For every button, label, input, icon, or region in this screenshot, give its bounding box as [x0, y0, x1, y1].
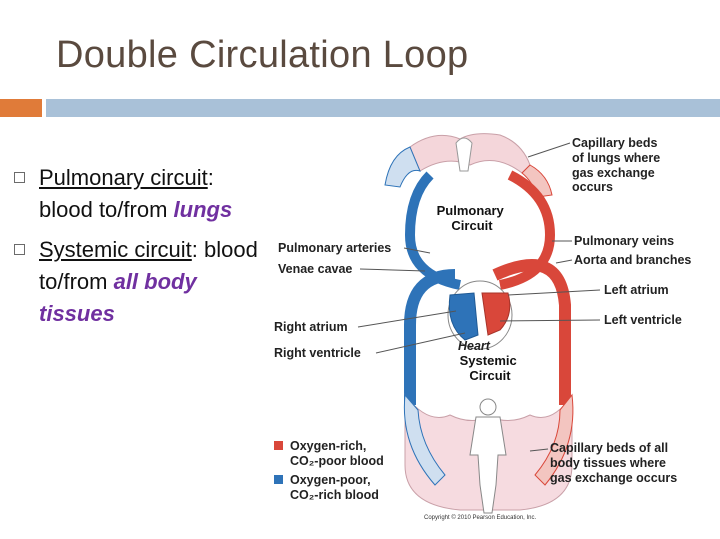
- pulmonary-arteries-label: Pulmonary arteries: [278, 241, 391, 255]
- pulmonary-vein-path: [498, 170, 556, 290]
- venae-cavae-path: [404, 269, 456, 405]
- heart: [447, 280, 513, 350]
- bullet-list: Pulmonary circuit: blood to/from lungs S…: [14, 162, 304, 338]
- emph-tissues: tissues: [39, 301, 115, 326]
- slide-title: Double Circulation Loop: [56, 34, 469, 76]
- bullet-pulmonary: Pulmonary circuit: blood to/from lungs: [14, 162, 304, 226]
- human-figure: [469, 398, 507, 514]
- legend-swatch-oxygen-rich: [274, 441, 283, 450]
- systemic-term: Systemic circuit: [39, 237, 192, 262]
- right-ventricle-label: Right ventricle: [274, 346, 361, 360]
- left-atrium-label: Left atrium: [604, 283, 669, 297]
- accent-bar-blue: [46, 99, 720, 117]
- legend-swatch-oxygen-poor: [274, 475, 283, 484]
- circulation-diagram: Pulmonary Circuit Systemic Circuit Heart…: [274, 133, 691, 521]
- bullet-box: [14, 172, 25, 183]
- emph-all-body: all body: [113, 269, 197, 294]
- legend-oxygen-poor: Oxygen-poor, CO₂-rich blood: [290, 473, 379, 502]
- aorta-path: [492, 259, 571, 405]
- aorta-label: Aorta and branches: [574, 253, 691, 267]
- pulmonary-term: Pulmonary circuit: [39, 165, 208, 190]
- pulmonary-veins-label: Pulmonary veins: [574, 234, 674, 248]
- capillary-lungs-label: Capillary beds of lungs where gas exchan…: [572, 136, 664, 194]
- emph-lungs: lungs: [173, 197, 233, 222]
- accent-bar-orange: [0, 99, 42, 117]
- bullet-systemic: Systemic circuit: blood to/from all body…: [14, 234, 304, 330]
- systemic-circuit-label: Systemic Circuit: [460, 353, 521, 383]
- heart-label: Heart: [458, 339, 491, 353]
- right-heart-chambers: [448, 292, 479, 341]
- left-heart-chambers: [481, 292, 511, 336]
- lung-capillary-bed: [384, 133, 553, 198]
- capillary-body-label: Capillary beds of all body tissues where…: [550, 441, 677, 485]
- left-ventricle-label: Left ventricle: [604, 313, 682, 327]
- bullet-box: [14, 244, 25, 255]
- venae-cavae-label: Venae cavae: [278, 262, 352, 276]
- pulmonary-circuit-label: Pulmonary Circuit: [437, 203, 508, 233]
- copyright-text: Copyright © 2010 Pearson Education, Inc.: [424, 514, 536, 521]
- legend: Oxygen-rich, CO₂-poor blood Oxygen-poor,…: [274, 439, 384, 502]
- right-atrium-label: Right atrium: [274, 320, 348, 334]
- legend-oxygen-rich: Oxygen-rich, CO₂-poor blood: [290, 439, 384, 468]
